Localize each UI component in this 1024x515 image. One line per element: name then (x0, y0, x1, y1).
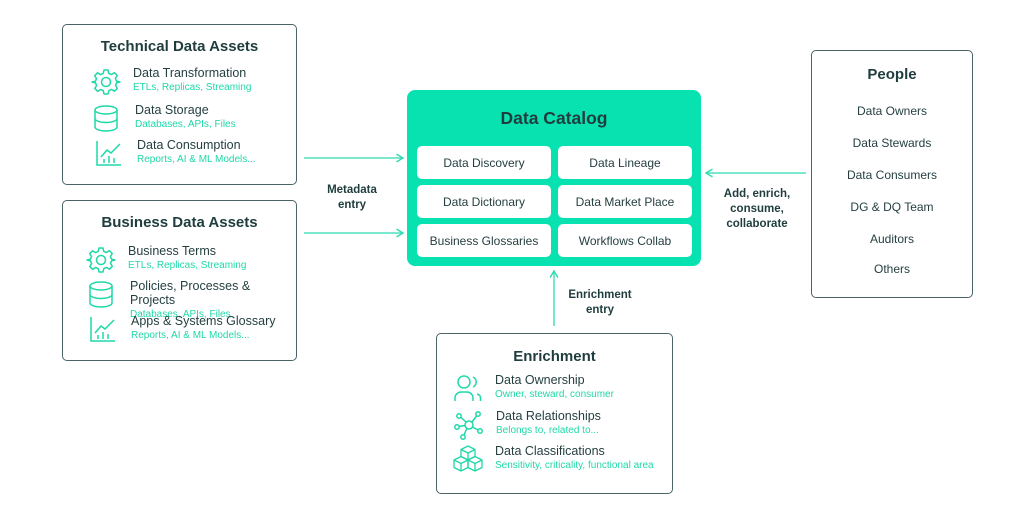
label-line: Metadata (327, 184, 377, 196)
item-sub: Reports, AI & ML Models... (131, 329, 250, 341)
label-line: consume, (730, 202, 784, 215)
item-sub: Databases, APIs, Files (135, 118, 236, 130)
item-label: Data Transformation (133, 66, 247, 80)
item-sub: Owner, steward, consumer (495, 388, 614, 400)
business-data-assets-title: Business Data Assets (101, 214, 258, 231)
people-item-data-owners: Data Owners (856, 104, 928, 118)
catalog-cell-data-discovery[interactable]: Data Discovery (417, 146, 551, 179)
item-sub: ETLs, Replicas, Streaming (128, 259, 247, 271)
chart-icon (90, 317, 115, 342)
network-icon (454, 411, 483, 440)
item-sub: Reports, AI & ML Models... (137, 153, 256, 165)
catalog-cell-business-glossaries[interactable]: Business Glossaries (417, 224, 551, 257)
technical-data-assets-box: Technical Data Assets Data Transformatio… (62, 24, 297, 185)
users-icon (454, 375, 482, 401)
database-icon (89, 281, 113, 308)
technical-data-assets-title: Technical Data Assets (100, 38, 259, 55)
add-enrich-label: Add, enrich, consume, collaborate (712, 187, 802, 232)
enrichment-title: Enrichment (513, 348, 596, 365)
chart-icon (96, 141, 121, 166)
people-box: People Data Owners Data Stewards Data Co… (811, 50, 973, 298)
item-label: Data Storage (135, 103, 209, 117)
people-item-dg-dq-team: DG & DQ Team (850, 200, 934, 214)
people-item-others: Others (873, 262, 910, 276)
item-label: Data Classifications (495, 444, 605, 458)
enrichment-entry-label: Enrichment entry (560, 288, 640, 318)
item-label: Apps & Systems Glossary (131, 314, 276, 328)
cubes-icon (453, 445, 483, 472)
item-sub: ETLs, Replicas, Streaming (133, 81, 252, 93)
item-sub: Sensitivity, criticality, functional are… (495, 459, 654, 471)
catalog-cell-data-market-place[interactable]: Data Market Place (558, 185, 692, 218)
catalog-cell-data-dictionary[interactable]: Data Dictionary (417, 185, 551, 218)
database-icon (94, 105, 118, 132)
label-line: Enrichment (568, 289, 632, 301)
people-item-auditors: Auditors (869, 232, 915, 246)
label-line: Add, enrich, (723, 188, 791, 200)
people-title: People (867, 66, 917, 83)
data-catalog-title: Data Catalog (500, 108, 608, 128)
metadata-entry-label: Metadata entry (312, 183, 392, 213)
item-label: Policies, Processes & Projects (130, 279, 251, 307)
item-label: Business Terms (128, 244, 216, 258)
label-line: collaborate (726, 217, 788, 230)
people-item-data-consumers: Data Consumers (846, 168, 938, 182)
gear-icon (91, 69, 121, 95)
gear-icon (86, 247, 116, 273)
item-label: Data Consumption (137, 138, 241, 152)
catalog-cell-data-lineage[interactable]: Data Lineage (558, 146, 692, 179)
catalog-cell-workflows-collab[interactable]: Workflows Collab (558, 224, 692, 257)
label-line: entry (337, 198, 367, 211)
data-catalog-box: Data Catalog Data Discovery Data Lineage… (407, 90, 701, 266)
item-sub: Belongs to, related to... (496, 424, 599, 436)
people-item-data-stewards: Data Stewards (852, 136, 932, 150)
item-sub: Databases, APIs, Files (130, 308, 231, 320)
item-label: Data Ownership (495, 373, 585, 387)
item-label: Data Relationships (496, 409, 601, 423)
label-line: entry (585, 303, 615, 316)
